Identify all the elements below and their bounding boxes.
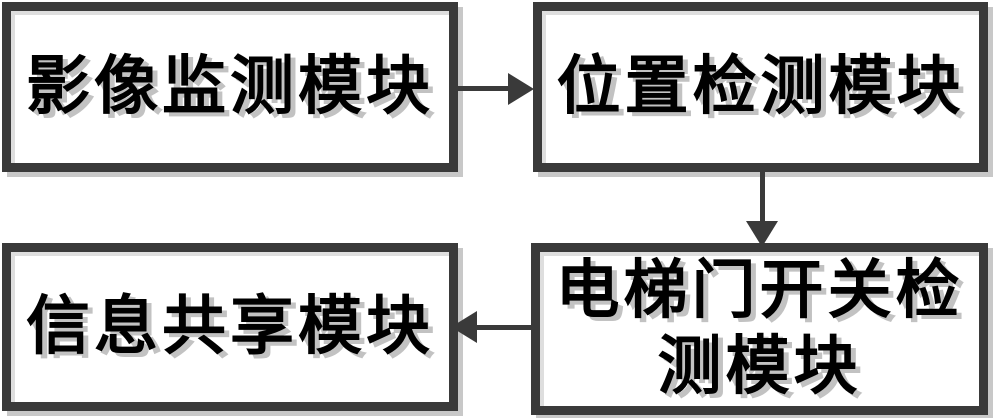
node-label-image-monitoring: 影像监测模块: [26, 51, 434, 122]
flowchart-node-position-detection: 位置检测模块: [533, 2, 988, 172]
node-label-info-sharing: 信息共享模块: [26, 291, 434, 362]
edge-line-image-to-position: [456, 86, 511, 91]
node-label-elevator-door-detection: 电梯门开关检测模块: [555, 255, 964, 402]
flowchart-node-elevator-door-detection: 电梯门开关检测模块: [531, 243, 988, 415]
arrow-left-icon: [451, 311, 477, 343]
flowchart-node-image-monitoring: 影像监测模块: [2, 2, 458, 172]
arrow-right-icon: [508, 73, 534, 105]
node-label-position-detection: 位置检测模块: [556, 51, 965, 122]
edge-line-elevator-to-info: [477, 325, 533, 330]
arrow-down-icon: [746, 221, 778, 247]
edge-line-position-to-elevator: [760, 170, 765, 222]
flowchart-node-info-sharing: 信息共享模块: [2, 243, 458, 411]
